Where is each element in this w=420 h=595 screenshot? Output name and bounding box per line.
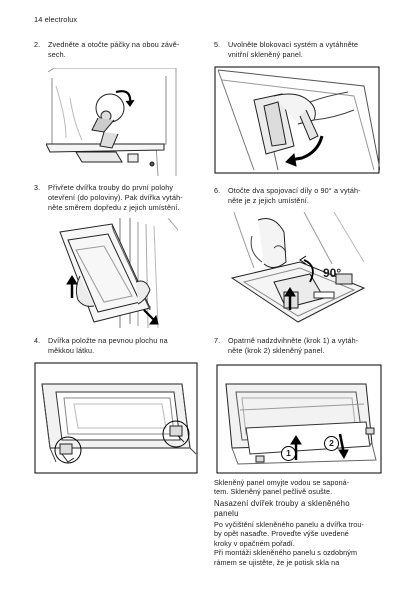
- step-3-illustration: [50, 218, 178, 328]
- step-text: Dvířka položte na pevnou plochu na měkko…: [48, 336, 168, 355]
- step-7-illustration: [216, 364, 382, 474]
- brand-name: electrolux: [44, 15, 78, 24]
- page-number: 14: [34, 15, 43, 24]
- step-6-illustration: [214, 212, 380, 328]
- page-header: 14 electrolux: [34, 15, 77, 24]
- step-marker-1: 1: [281, 446, 296, 461]
- reassembly-section: Nasazení dvířek trouby a skleněného pane…: [214, 499, 392, 567]
- step-marker-2: 2: [324, 436, 339, 451]
- step-text: Otočte dva spojovací díly o 90° a vytáh-…: [228, 186, 361, 205]
- step-5-illustration: [214, 66, 380, 174]
- step-text: Uvolněte blokovací systém a vytáhněte vn…: [228, 40, 359, 59]
- section-heading: Nasazení dvířek trouby a skleněného pane…: [214, 499, 350, 518]
- step-number: 2.: [34, 40, 41, 49]
- step-number: 6.: [214, 186, 221, 195]
- cleaning-instructions: Skleněný panel omyjte vodou se saponá- t…: [214, 478, 350, 497]
- step-number: 7.: [214, 336, 221, 345]
- step-text: Přivřete dvířka trouby do první polohy o…: [48, 183, 183, 212]
- step-text: Opatrně nadzdvihněte (krok 1) a vytáh- n…: [228, 336, 359, 355]
- step-number: 5.: [214, 40, 221, 49]
- step-2-illustration: [46, 68, 178, 178]
- step-number: 4.: [34, 336, 41, 345]
- step-text: Zvedněte a otočte páčky na obou závě- se…: [48, 40, 180, 59]
- step-4-illustration: [34, 362, 198, 474]
- step-number: 3.: [34, 183, 41, 192]
- angle-label: 90°: [323, 266, 342, 280]
- section-body: Po vyčištění skleněného panelu a dvířka …: [214, 520, 364, 567]
